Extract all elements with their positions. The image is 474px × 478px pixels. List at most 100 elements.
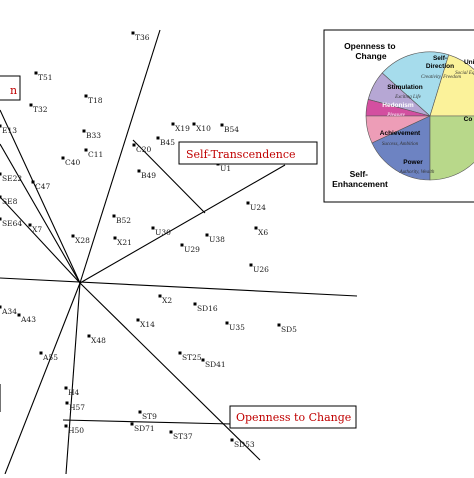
data-point-marker xyxy=(169,430,173,434)
data-point: B49 xyxy=(137,169,156,180)
data-point-marker xyxy=(131,31,135,35)
data-point-marker xyxy=(277,323,281,327)
data-point: X7 xyxy=(28,223,42,234)
data-point: SE8 xyxy=(0,195,18,206)
data-point: C20 xyxy=(132,143,152,154)
region-label-left-cut: n xyxy=(0,75,21,101)
data-point: U29 xyxy=(180,243,200,254)
data-point-label: U30 xyxy=(155,228,171,237)
data-point-label: SD16 xyxy=(197,304,218,313)
data-point-marker xyxy=(39,351,43,355)
data-point-label: U1 xyxy=(220,164,231,173)
data-point: A34 xyxy=(0,305,17,316)
data-point-marker xyxy=(61,156,65,160)
data-point-marker xyxy=(156,136,160,140)
data-point-marker xyxy=(0,172,2,176)
data-point-marker xyxy=(138,410,142,414)
dimension-line-nw-steep xyxy=(0,109,81,284)
data-point-label: X21 xyxy=(117,238,132,247)
data-point-label: U24 xyxy=(250,203,266,212)
pie-label-hedonism: Hedonism xyxy=(382,102,414,109)
data-point-label: SD41 xyxy=(205,360,226,369)
data-point-label: ST37 xyxy=(173,432,193,441)
data-point-label: U26 xyxy=(253,265,269,274)
data-point: X2 xyxy=(158,294,172,305)
data-point: ST37 xyxy=(169,430,193,441)
data-point: ST9 xyxy=(138,410,157,421)
data-point: T36 xyxy=(131,31,150,42)
data-point-label: B52 xyxy=(116,216,131,225)
dimension-line-north xyxy=(79,29,161,284)
data-point-marker xyxy=(205,233,209,237)
data-point: H50 xyxy=(64,424,84,435)
divider-bottom xyxy=(62,419,233,425)
data-point-label: A43 xyxy=(20,315,36,324)
data-point-marker xyxy=(0,305,2,309)
data-point-label: A34 xyxy=(1,307,17,316)
data-point-marker xyxy=(64,386,68,390)
data-point: X19 xyxy=(171,122,190,133)
data-point: U30 xyxy=(151,226,171,237)
region-label-openness-to-change-text: Openness to Change xyxy=(236,411,351,424)
data-point: B52 xyxy=(112,214,131,225)
data-point: T32 xyxy=(29,103,48,114)
data-point-marker xyxy=(84,94,88,98)
region-label-self-transcendence: Self-Transcendence xyxy=(178,141,318,165)
pie-label-achievement: Achievement xyxy=(380,130,421,137)
data-point: X28 xyxy=(71,234,90,245)
values-pie xyxy=(365,51,474,181)
data-point-marker xyxy=(17,313,21,317)
data-point: B45 xyxy=(156,136,175,147)
data-point-label: U38 xyxy=(209,235,225,244)
data-point-label: H4 xyxy=(68,388,80,397)
pie-label-power: Power xyxy=(403,159,423,166)
data-point: X14 xyxy=(136,318,155,329)
data-point-label: SD53 xyxy=(234,440,255,449)
data-point-label: T36 xyxy=(135,33,150,42)
data-point: A55 xyxy=(39,351,58,362)
data-point: SD53 xyxy=(230,438,255,449)
data-point-marker xyxy=(193,302,197,306)
data-point-label: T18 xyxy=(88,96,103,105)
pie-label-universalism: Univ xyxy=(464,59,474,66)
data-point-label: X48 xyxy=(91,336,106,345)
data-point: SD71 xyxy=(130,422,155,433)
region-label-left-cut-text: n xyxy=(10,84,17,97)
dimension-line-northeast xyxy=(79,164,286,284)
data-point-label: B49 xyxy=(141,171,156,180)
data-point: U26 xyxy=(249,263,269,274)
data-point: SD41 xyxy=(201,358,226,369)
data-point-label: B54 xyxy=(224,125,239,134)
data-point-marker xyxy=(113,236,117,240)
divider-upper xyxy=(132,139,206,214)
data-point: X21 xyxy=(113,236,132,247)
data-point-marker xyxy=(136,318,140,322)
data-point-marker xyxy=(158,294,162,298)
data-point: T51 xyxy=(34,71,53,82)
region-label-self-transcendence-text: Self-Transcendence xyxy=(186,148,296,161)
data-point-label: T51 xyxy=(38,73,53,82)
data-point-marker xyxy=(28,223,32,227)
data-point-label: E13 xyxy=(2,126,17,135)
data-point-marker xyxy=(82,129,86,133)
data-point-marker xyxy=(201,358,205,362)
data-point-marker xyxy=(0,124,2,128)
data-point-label: SE64 xyxy=(2,219,22,228)
dimension-line-east xyxy=(0,277,358,297)
data-point-marker xyxy=(34,71,38,75)
data-point: B54 xyxy=(220,123,239,134)
data-point-label: A55 xyxy=(42,353,58,362)
data-point-label: ST9 xyxy=(142,412,157,421)
data-point-marker xyxy=(225,321,229,325)
pie-label-stimulation: Stimulation xyxy=(387,84,422,91)
data-point-label: C11 xyxy=(88,150,103,159)
data-point-marker xyxy=(87,334,91,338)
data-point-marker xyxy=(130,422,134,426)
data-point: U24 xyxy=(246,201,266,212)
data-point: ST25 xyxy=(178,351,202,362)
pie-sub-universalism: Social Equal xyxy=(455,71,474,76)
data-point-marker xyxy=(171,122,175,126)
data-point-marker xyxy=(65,401,69,405)
